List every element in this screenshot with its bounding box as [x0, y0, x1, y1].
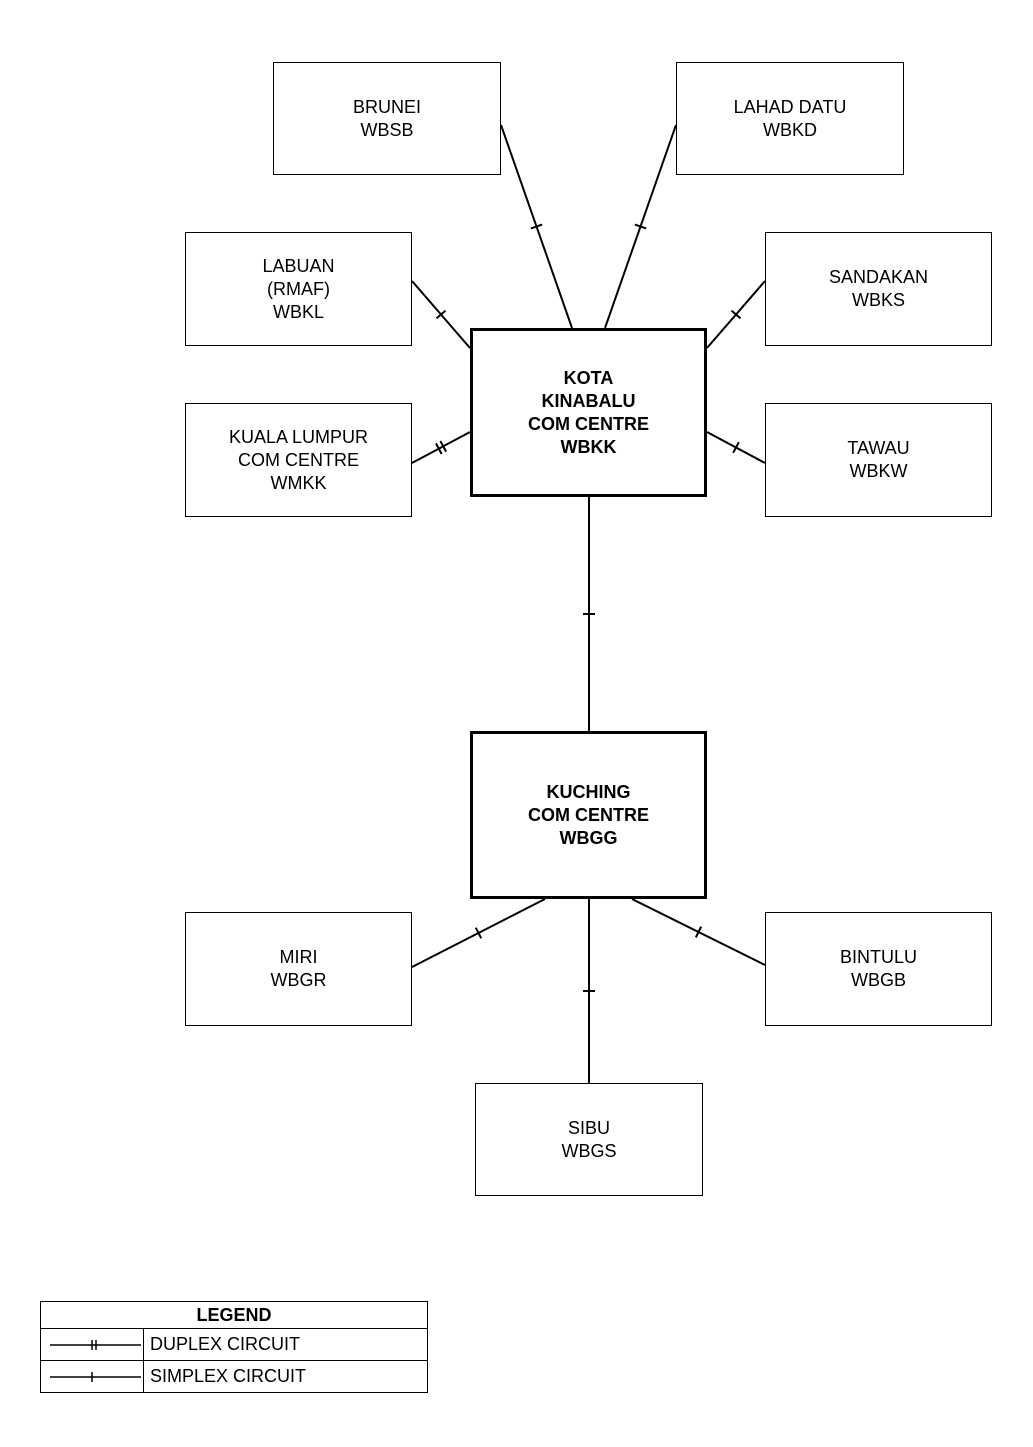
legend: LEGEND DUPLEX CIRCUIT SIMPLEX CIRCUIT [40, 1301, 428, 1393]
node-line: KINABALU [541, 390, 636, 411]
node-line: WBKD [763, 119, 817, 140]
simplex-tick [730, 309, 742, 320]
node-line: WBGB [850, 970, 906, 990]
node-line: TAWAU [847, 438, 910, 458]
duplex-tick [435, 442, 443, 455]
node-line: BRUNEI [352, 96, 421, 117]
simplex-tick [530, 223, 543, 230]
node-sandakan: SANDAKAN WBKS [765, 232, 992, 346]
node-kuala-lumpur: KUALA LUMPUR COM CENTRE WMKK [185, 403, 412, 517]
node-line: COM CENTRE [238, 449, 359, 470]
duplex-symbol [40, 1328, 144, 1361]
node-line: MIRI [279, 947, 318, 967]
link-kk-labuan [411, 280, 471, 349]
node-labuan: LABUAN (RMAF) WBKL [185, 232, 412, 346]
simplex-symbol [40, 1360, 144, 1393]
node-line: COM CENTRE [528, 413, 649, 434]
node-line: KOTA [563, 367, 614, 388]
node-kuching: KUCHING COM CENTRE WBGG [470, 731, 707, 899]
node-lahad-datu: LAHAD DATU WBKD [676, 62, 904, 175]
node-line: LABUAN [262, 255, 335, 276]
link-kk-kl [411, 431, 471, 464]
node-bintulu: BINTULU WBGB [765, 912, 992, 1026]
link-kk-brunei [500, 124, 573, 329]
link-kk-kuching [583, 497, 595, 731]
simplex-tick [474, 927, 483, 939]
node-line: WBGR [270, 970, 327, 990]
node-line: SANDAKAN [828, 267, 929, 287]
node-sibu: SIBU WBGS [475, 1083, 703, 1196]
simplex-label: SIMPLEX CIRCUIT [143, 1360, 428, 1393]
node-line: (RMAF) [267, 278, 330, 299]
node-line: WBKK [560, 436, 617, 457]
node-line: KUALA LUMPUR [228, 426, 369, 447]
node-line: LAHAD DATU [733, 96, 847, 117]
node-tawau: TAWAU WBKW [765, 403, 992, 517]
duplex-label: DUPLEX CIRCUIT [143, 1328, 428, 1361]
node-line: SIBU [567, 1117, 610, 1138]
node-line: WBKW [849, 461, 908, 481]
node-kota-kinabalu: KOTA KINABALU COM CENTRE WBKK [470, 328, 707, 497]
link-kuching-bintulu [631, 898, 766, 966]
node-line: KUCHING [546, 781, 631, 802]
node-line: BINTULU [839, 947, 917, 967]
node-line: WBKS [851, 290, 905, 310]
node-miri: MIRI WBGR [185, 912, 412, 1026]
simplex-tick [634, 223, 647, 230]
link-kk-lahad [604, 124, 677, 329]
simplex-tick [732, 441, 740, 454]
node-line: WBKL [272, 301, 324, 322]
simplex-tick [694, 926, 703, 938]
legend-title: LEGEND [40, 1301, 428, 1329]
node-brunei: BRUNEI WBSB [273, 62, 501, 175]
link-kk-tawau [706, 431, 766, 464]
link-kuching-sibu [583, 899, 595, 1083]
node-line: COM CENTRE [528, 804, 649, 825]
node-line: WBGS [561, 1140, 617, 1161]
link-kuching-miri [411, 898, 546, 968]
simplex-tick [435, 309, 447, 320]
duplex-tick [439, 440, 447, 453]
node-line: WBGG [559, 827, 618, 848]
link-kk-sandakan [706, 280, 766, 349]
node-line: WMKK [270, 472, 327, 493]
node-line: WBSB [360, 119, 414, 140]
